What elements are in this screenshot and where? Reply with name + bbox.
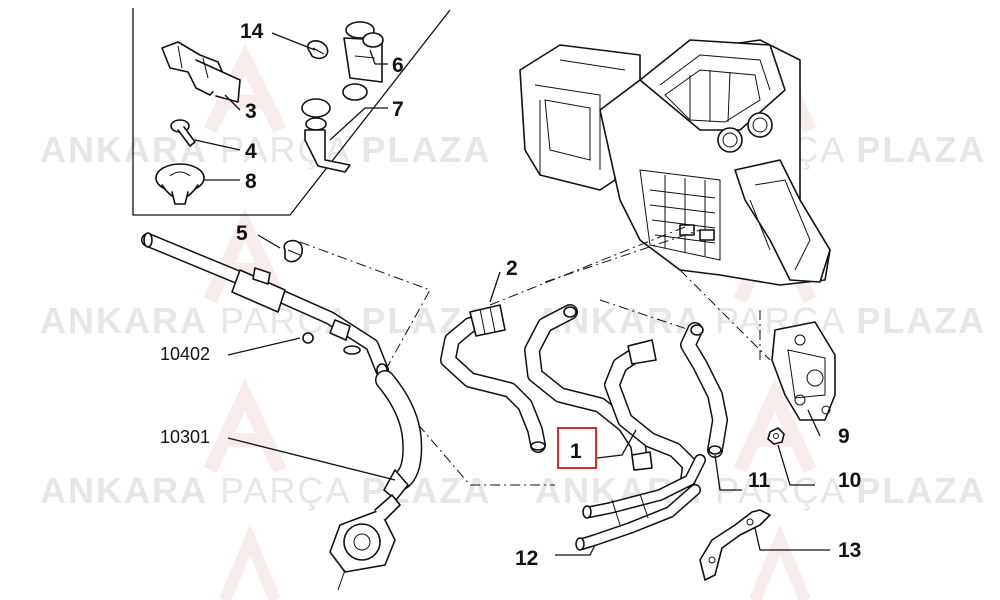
callout-labels: 14 6 3 7 4 8 5 2 10402 10301 1 9 11 10 1…: [160, 20, 861, 570]
heater-housing: [519, 39, 831, 286]
bracket-part-13: [699, 509, 771, 581]
hose-part-10301: [329, 370, 423, 591]
watermark-text-top-left: ANKARA PARÇA PLAZA: [40, 129, 491, 170]
bracket-part-3: [161, 41, 241, 103]
callout-2: 2: [506, 257, 518, 280]
watermark-text-mid-right: ANKARA PARÇA PLAZA: [535, 300, 986, 341]
small-parts-inset: [132, 8, 451, 216]
hose-part-12: [575, 339, 706, 551]
nut-part-10: [767, 427, 785, 445]
callout-14: 14: [240, 20, 264, 43]
callout-10301: 10301: [160, 427, 210, 447]
callout-13: 13: [838, 539, 861, 562]
watermark-text-bottom-left: ANKARA PARÇA PLAZA: [40, 470, 491, 511]
callout-7: 7: [392, 98, 404, 121]
hose-part-11: [680, 322, 728, 458]
callout-3: 3: [245, 100, 257, 123]
callout-11: 11: [748, 469, 771, 492]
hose-part-2: [440, 304, 546, 453]
callout-5: 5: [236, 222, 248, 245]
callout-1: 1: [570, 440, 582, 463]
callout-4: 4: [245, 140, 257, 163]
callout-12: 12: [515, 547, 538, 570]
leader-lines: [194, 32, 830, 556]
watermark-text-mid-left: ANKARA PARÇA PLAZA: [40, 300, 491, 341]
clamp-part-6: [342, 21, 384, 101]
hose-part-1: [524, 304, 653, 471]
clip-part-14: [307, 40, 329, 60]
watermark-layer: ANKARA PARÇA PLAZA ANKARA PARÇA PLAZA AN…: [40, 38, 986, 600]
callout-8: 8: [245, 170, 257, 193]
highlight-box-1: [557, 427, 597, 469]
bolt-part-4: [170, 119, 196, 147]
pipe-assembly-10402: [141, 232, 389, 377]
bracket-part-7: [301, 98, 351, 173]
clip-part-5: [283, 239, 303, 263]
callout-9: 9: [838, 425, 850, 448]
gasket-part-9: [771, 321, 836, 421]
grommet-part-8: [155, 163, 205, 205]
callout-10402: 10402: [160, 344, 210, 364]
callout-10: 10: [838, 469, 861, 492]
callout-6: 6: [392, 54, 404, 77]
